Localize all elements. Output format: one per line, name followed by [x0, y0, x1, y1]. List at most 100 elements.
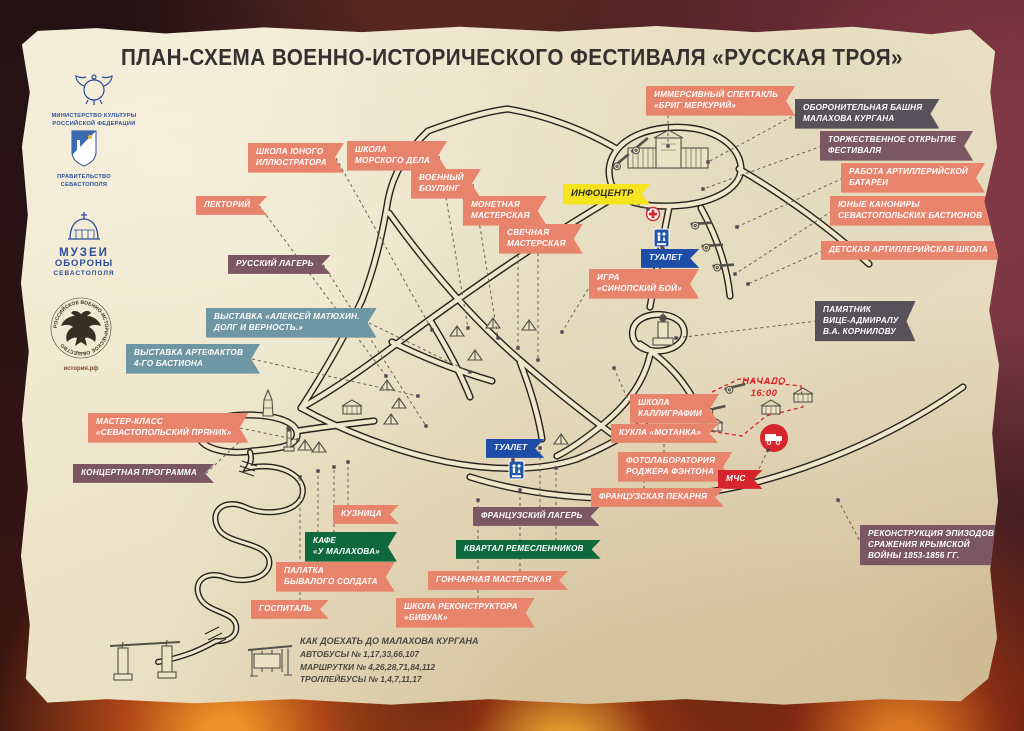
- tent-icon: [378, 379, 396, 391]
- trench-hatching-top: [238, 460, 258, 477]
- leader-line-voennyj-bouling: [472, 183, 499, 339]
- leader-line-master-klass-sevastopolskij-pryanik: [239, 427, 299, 441]
- sevastopol-shield-icon: [71, 130, 97, 167]
- leader-dot-voennyj-bouling: [496, 336, 500, 340]
- leader-dot-master-klass-sevastopolskij-pryanik: [296, 438, 300, 442]
- leader-dot-lektorij: [384, 374, 388, 378]
- leader-line-rekonstruktsiya-epizodov: [837, 499, 863, 546]
- leader-line-shkola-yunogo-illyustratora: [335, 157, 433, 331]
- tent-icon: [296, 439, 314, 451]
- cannon-icon: [690, 221, 713, 230]
- leader-dot-rekonstruktsiya-epizodov: [836, 498, 840, 502]
- leader-line-pamyatnik-kornilovu: [675, 320, 818, 339]
- leader-dot-vystavka-artefaktov-4-bastiona: [416, 394, 420, 398]
- fire-truck-badge-icon: [760, 424, 788, 452]
- map-drawing: [109, 24, 1000, 681]
- rvio-eagle-icon: РОССИЙСКОЕ ВОЕННО-ИСТОРИЧЕСКОЕ ОБЩЕСТВО: [50, 297, 112, 359]
- leader-dot-mchs: [766, 448, 770, 452]
- house-icon: [341, 399, 363, 415]
- wc-sign-icon: [508, 460, 525, 480]
- cannon-icon: [630, 137, 649, 155]
- leader-dot-palatka-byvalogo-soldata: [316, 469, 320, 473]
- poster-title: ПЛАН-СХЕМА ВОЕННО-ИСТОРИЧЕСКОГО ФЕСТИВАЛ…: [120, 44, 904, 70]
- transport-info: КАК ДОЕХАТЬ ДО МАЛАХОВА КУРГАНА АВТОБУСЫ…: [300, 636, 479, 686]
- leader-line-kontsertnaya-programma: [205, 440, 241, 474]
- leader-line-shkola-kalligrafii: [613, 367, 633, 410]
- leader-dot-kukla-motanka: [698, 414, 702, 418]
- museums-line2: ОБОРОНЫ: [54, 258, 114, 270]
- start-zone-label: НАЧАЛО 16:00: [738, 376, 790, 400]
- tent-icon: [484, 317, 502, 329]
- cannon-icon: [724, 382, 746, 394]
- leader-dot-rabota-artillerijskoj-batarei: [735, 225, 739, 229]
- house-icon: [760, 399, 782, 415]
- logo-defense-museums: МУЗЕИ ОБОРОНЫ СЕВАСТОПОЛЯ: [50, 208, 118, 277]
- leader-line-lektorij: [258, 205, 387, 377]
- leader-line-detskaya-artillerijskaya-shkola: [747, 250, 824, 285]
- leader-dot-detskaya-artillerijskaya-shkola: [746, 282, 750, 286]
- leader-dot-goncharnaya-masterskaya: [518, 488, 522, 492]
- logo-rvio: РОССИЙСКОЕ ВОЕННО-ИСТОРИЧЕСКОЕ ОБЩЕСТВО …: [46, 296, 116, 372]
- leader-line-rabota-artillerijskoj-batarei: [736, 177, 844, 228]
- leader-dot-shkola-kalligrafii: [612, 366, 616, 370]
- bus-stop-icon: [247, 645, 293, 677]
- leader-line-vystavka-matyukhin: [368, 322, 471, 373]
- leader-line-yunye-kanoniry: [734, 210, 833, 275]
- map-poster-paper: ПЛАН-СХЕМА ВОЕННО-ИСТОРИЧЕСКОГО ФЕСТИВАЛ…: [20, 24, 1000, 705]
- ministry-caption: МИНИСТЕРСТВО КУЛЬТУРЫ РОССИЙСКОЙ ФЕДЕРАЦ…: [51, 113, 137, 127]
- wc-sign-icon: [653, 228, 670, 248]
- leader-dot-kvartal-remeslennikov: [554, 466, 558, 470]
- leader-dot-svechnaya-masterskaya: [536, 358, 540, 362]
- first-aid-icon: [645, 206, 661, 222]
- cannon-icon: [712, 263, 735, 272]
- leader-dot-oboronitelnaya-bashnya-malakhova-kurgana: [706, 160, 710, 164]
- tent-icon: [382, 413, 400, 425]
- leader-dot-kuznitsa: [346, 460, 350, 464]
- tent-icon: [390, 397, 408, 409]
- leader-line-torzhestvennoe-otkrytie-festivalya: [702, 145, 823, 190]
- leader-dot-kontsertnaya-programma: [238, 439, 242, 443]
- house-icon: [792, 387, 814, 403]
- museums-line1: МУЗЕИ: [59, 247, 109, 259]
- leader-line-vystavka-artefaktov-4-bastiona: [251, 358, 419, 397]
- leader-line-oboronitelnaya-bashnya-malakhova-kurgana: [707, 113, 798, 163]
- leader-dot-shkola-morskogo-dela: [466, 326, 470, 330]
- leader-dot-gospital: [298, 475, 302, 479]
- transport-trolleybuses: ТРОЛЛЕЙБУСЫ № 1,4,7,11,17: [300, 674, 422, 685]
- leader-dot-tualet-verkhnij: [660, 245, 664, 249]
- panorama-building-icon: [627, 125, 709, 169]
- leader-dot-yunye-kanoniry: [733, 272, 737, 276]
- cannon-icon: [701, 243, 724, 252]
- tent-icon: [310, 441, 328, 453]
- leader-dot-frantsuzskij-lager: [538, 446, 542, 450]
- cannon-icon: [611, 153, 630, 171]
- start-zone-time: 16:00: [750, 387, 778, 399]
- tent-icon: [448, 325, 466, 337]
- transport-minibuses: МАРШРУТКИ № 4,26,28,71,84,112: [300, 661, 436, 672]
- leader-dot-monetnaya-masterskaya: [516, 346, 520, 350]
- rvio-site: история.рф: [63, 366, 99, 372]
- leader-line-russkij-lager: [322, 264, 427, 427]
- ministry-eagle-icon: [75, 74, 113, 105]
- leader-dot-shkola-yunogo-illyustratora: [430, 328, 434, 332]
- leader-dot-torzhestvennoe-otkrytie-festivalya: [701, 187, 705, 191]
- museums-line3: СЕВАСТОПОЛЯ: [53, 269, 115, 277]
- trench-hatching-bottom: [204, 626, 227, 647]
- leader-lines: [205, 113, 863, 601]
- leader-dot-igra-sinopskij-boj: [560, 330, 564, 334]
- logo-ministry-of-culture: МИНИСТЕРСТВО КУЛЬТУРЫ РОССИЙСКОЙ ФЕДЕРАЦ…: [46, 70, 142, 129]
- leader-dot-vystavka-matyukhin: [468, 370, 472, 374]
- leader-line-igra-sinopskij-boj: [561, 283, 592, 333]
- map-icons: [109, 125, 814, 681]
- memorial-gate-icon: [109, 639, 181, 681]
- transport-buses: АВТОБУСЫ № 1,17,33,66,107: [300, 649, 420, 659]
- leader-dot-pamyatnik-kornilovu: [674, 336, 678, 340]
- transport-title: КАК ДОЕХАТЬ ДО МАЛАХОВА КУРГАНА: [300, 636, 479, 646]
- column-monument-icon: [283, 425, 295, 452]
- monument-kornilov-icon: [652, 311, 674, 346]
- leader-dot-tualet-nizhnij: [511, 458, 515, 462]
- leader-line-infotsentr: [636, 203, 649, 210]
- tent-icon: [552, 433, 570, 445]
- logo-sevastopol-government: ПРАВИТЕЛЬСТВО СЕВАСТОПОЛЯ: [56, 130, 112, 190]
